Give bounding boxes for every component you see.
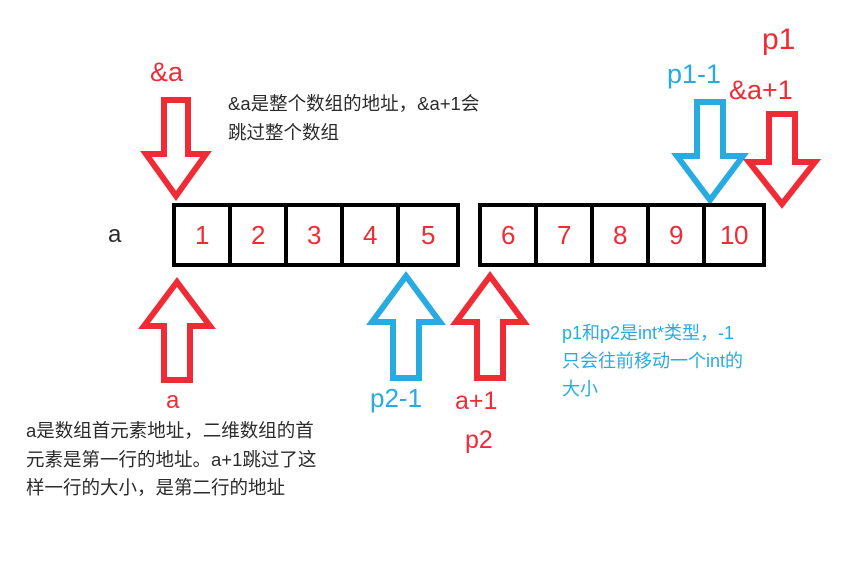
right-note-text: p1和p2是int*类型，-1 只会往前移动一个int的 大小	[562, 323, 744, 399]
down-arrow-p1-minus-1	[671, 98, 749, 206]
label-p2: p2	[465, 426, 493, 454]
array-cell: 7	[538, 207, 594, 263]
array-cell: 4	[344, 207, 400, 263]
up-arrow-p2-minus-1	[366, 270, 446, 384]
label-p1-minus-1: p1-1	[667, 59, 722, 89]
array-cell: 3	[288, 207, 344, 263]
array-cell: 8	[594, 207, 650, 263]
down-arrow-amp-a	[140, 96, 212, 202]
up-arrow-a	[138, 277, 216, 386]
up-arrow-a-plus-1	[450, 270, 530, 384]
array-group-right: 6 7 8 9 10	[478, 203, 766, 267]
array-cell: 10	[720, 219, 748, 250]
label-p1: p1	[762, 23, 796, 56]
label-a-bottom: a	[166, 387, 180, 414]
array-cell: 9	[650, 207, 706, 263]
array-cell: 2	[232, 207, 288, 263]
label-a-plus-1: a+1	[455, 387, 498, 415]
bottom-note-text: a是数组首元素地址，二维数组的首 元素是第一行的地址。a+1跳过了这 样一行的大…	[26, 420, 317, 499]
array-cell: 5	[421, 219, 435, 250]
down-arrow-amp-a-plus-1	[742, 110, 822, 210]
array-group-left: 1 2 3 4 5	[172, 203, 460, 267]
top-note-text: &a是整个数组的地址，&a+1会 跳过整个数组	[228, 93, 480, 143]
array-cell: 1	[176, 207, 232, 263]
array-cell: 6	[482, 207, 538, 263]
label-p2-minus-1: p2-1	[370, 383, 423, 413]
label-amp-a-plus-1: &a+1	[729, 75, 793, 105]
array-name-label: a	[108, 221, 122, 248]
label-amp-a: &a	[150, 57, 184, 87]
